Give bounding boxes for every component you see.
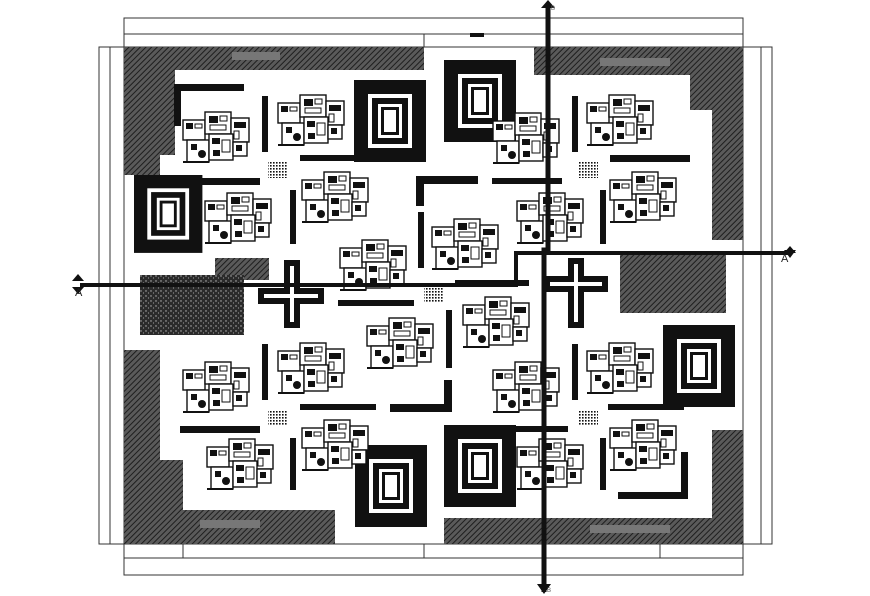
grid-patches [268, 162, 598, 426]
section-mark-a-right: A [781, 253, 789, 265]
l-walls [174, 84, 690, 499]
section-mark-b-bottom: B [547, 588, 551, 594]
section-mark-a-left: A [75, 287, 83, 299]
perimeter-landscape [124, 47, 743, 544]
section-line-a [72, 246, 796, 294]
section-line-b [537, 0, 555, 594]
cross-pavilions [258, 258, 608, 328]
section-mark-b-top: B [551, 6, 555, 12]
